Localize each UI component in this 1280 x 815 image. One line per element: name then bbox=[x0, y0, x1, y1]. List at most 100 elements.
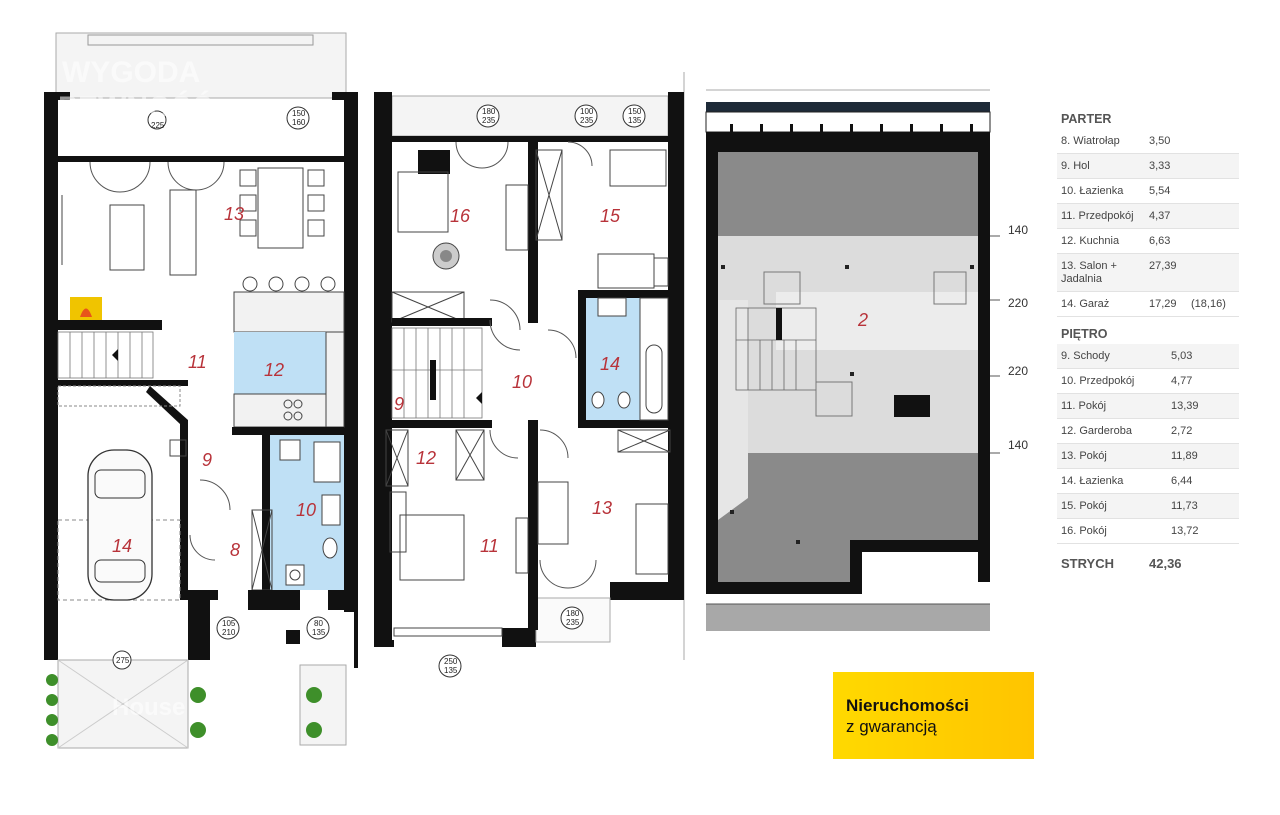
legend-row: 14. Garaż 17,29 (18,16) bbox=[1057, 292, 1239, 317]
legend-room-name: 14. Łazienka bbox=[1061, 475, 1124, 487]
legend-room-name: 10. Przedpokój bbox=[1061, 375, 1135, 387]
legend-room-name: 16. Pokój bbox=[1061, 525, 1107, 537]
legend-row: 11. Przedpokój 4,37 bbox=[1057, 204, 1239, 229]
axis-label: 140 bbox=[1008, 438, 1028, 452]
legend-row: 11. Pokój 13,39 bbox=[1057, 394, 1239, 419]
legend-room-extra bbox=[1191, 210, 1231, 223]
legend-row: 8. Wiatrołap 3,50 bbox=[1057, 129, 1239, 154]
badge-line-1: Nieruchomości bbox=[846, 696, 969, 715]
legend-room-area: 13,39 bbox=[1171, 400, 1199, 412]
legend-room-area: 13,72 bbox=[1171, 525, 1199, 537]
dimension-label: 180 bbox=[482, 107, 496, 116]
legend-room-area: 11,89 bbox=[1171, 450, 1198, 462]
dimension-label: 100 bbox=[580, 107, 594, 116]
legend-room-area: 11,73 bbox=[1171, 500, 1198, 512]
legend-room-extra bbox=[1191, 160, 1231, 173]
dimension-label: 135 bbox=[628, 116, 642, 125]
room-number: 12 bbox=[416, 448, 436, 468]
watermark-line: PEWNOŚĆ bbox=[58, 90, 213, 124]
watermark-bottom: House bbox=[112, 694, 185, 721]
dimension-label: 180 bbox=[566, 609, 580, 618]
room-number: 16 bbox=[450, 206, 471, 226]
dimension-label: 80 bbox=[314, 619, 323, 628]
legend-section-title: PARTER bbox=[1061, 112, 1112, 126]
dimension-label: 250 bbox=[444, 657, 458, 666]
badge-line-2: z gwarancją bbox=[846, 717, 937, 736]
legend-room-extra bbox=[1191, 235, 1231, 248]
legend-room-area: 27,39 bbox=[1149, 260, 1177, 272]
ground-floor-plan: 13 11 12 9 10 14 8 225 150 160 105 210 8… bbox=[44, 32, 358, 749]
legend-row: 12. Garderoba 2,72 bbox=[1057, 419, 1239, 444]
legend-room-extra bbox=[1191, 185, 1231, 198]
legend-row: 15. Pokój 11,73 bbox=[1057, 494, 1239, 519]
dimension-label: 275 bbox=[116, 656, 130, 665]
legend-room-name: 9. Hol bbox=[1061, 160, 1090, 172]
legend-row: 10. Łazienka 5,54 bbox=[1057, 179, 1239, 204]
legend-room-name: 14. Garaż bbox=[1061, 298, 1110, 310]
room-number: 11 bbox=[188, 352, 207, 372]
dimension-label: 135 bbox=[444, 666, 458, 675]
room-number: 14 bbox=[600, 354, 620, 374]
room-number: 14 bbox=[112, 536, 132, 556]
legend-room-area: 5,54 bbox=[1149, 185, 1171, 197]
room-number: 12 bbox=[264, 360, 284, 380]
legend-room-name: 11. Pokój bbox=[1061, 400, 1107, 412]
watermark-line: WYGODA bbox=[62, 56, 200, 89]
watermark-line: BEZPIECZEŃSTWO bbox=[58, 130, 319, 161]
guarantee-badge: Nieruchomości z gwarancją bbox=[833, 672, 1034, 759]
dimension-label: 235 bbox=[566, 618, 580, 627]
legend-room-name: 11. Przedpokój bbox=[1061, 210, 1134, 222]
legend-room-name: 12. Garderoba bbox=[1061, 425, 1132, 437]
legend-room-name: 9. Schody bbox=[1061, 350, 1110, 362]
legend-room-name: 13. Salon + Jadalnia bbox=[1061, 260, 1117, 285]
room-number: 15 bbox=[600, 206, 621, 226]
legend-row: 12. Kuchnia 6,63 bbox=[1057, 229, 1239, 254]
legend-room-name: 13. Pokój bbox=[1061, 450, 1107, 462]
dimension-label: 135 bbox=[312, 628, 326, 637]
room-number: 9 bbox=[394, 394, 404, 414]
legend-room-area: 4,37 bbox=[1149, 210, 1171, 222]
legend-row: 16. Pokój 13,72 bbox=[1057, 519, 1239, 544]
legend-row: 13. Pokój 11,89 bbox=[1057, 444, 1239, 469]
legend-room-name: 15. Pokój bbox=[1061, 500, 1107, 512]
legend-row: 10. Przedpokój 4,77 bbox=[1057, 369, 1239, 394]
axis-label: 220 bbox=[1008, 364, 1028, 378]
legend-room-extra: (18,16) bbox=[1191, 298, 1226, 310]
room-number: 9 bbox=[202, 450, 212, 470]
legend-room-name: 8. Wiatrołap bbox=[1061, 135, 1120, 147]
legend-row: 13. Salon + Jadalnia 27,39 bbox=[1057, 254, 1239, 292]
legend-attic-area: 42,36 bbox=[1149, 556, 1182, 571]
legend-room-area: 5,03 bbox=[1171, 350, 1193, 362]
attic-plan: 2 140 220 220 140 bbox=[705, 89, 1028, 631]
upper-floor-plan: 16 15 14 10 9 12 11 13 180 235 100 235 1… bbox=[374, 72, 685, 678]
legend-room-name: 12. Kuchnia bbox=[1061, 235, 1120, 247]
legend-section-title: PIĘTRO bbox=[1061, 327, 1108, 341]
legend-row: 9. Schody 5,03 bbox=[1057, 344, 1239, 369]
room-number: 11 bbox=[480, 536, 499, 556]
dimension-label: 150 bbox=[292, 109, 306, 118]
legend-room-area: 2,72 bbox=[1171, 425, 1193, 437]
room-number: 8 bbox=[230, 540, 240, 560]
legend-room-area: 17,29 bbox=[1149, 298, 1177, 310]
room-number: 10 bbox=[512, 372, 532, 392]
room-number: 2 bbox=[857, 310, 868, 330]
room-number: 10 bbox=[296, 500, 316, 520]
room-number: 13 bbox=[592, 498, 612, 518]
legend-room-area: 6,63 bbox=[1149, 235, 1171, 247]
legend-room-area: 3,50 bbox=[1149, 135, 1171, 147]
legend-room-extra bbox=[1191, 260, 1231, 286]
room-number: 13 bbox=[224, 204, 244, 224]
dimension-label: 235 bbox=[482, 116, 496, 125]
legend-attic-total: STRYCH 42,36 bbox=[1057, 544, 1239, 571]
legend-room-name: 10. Łazienka bbox=[1061, 185, 1124, 197]
axis-label: 140 bbox=[1008, 223, 1028, 237]
legend-room-area: 4,77 bbox=[1171, 375, 1193, 387]
dimension-label: 105 bbox=[222, 619, 236, 628]
axis-label: 220 bbox=[1008, 296, 1028, 310]
legend-room-extra bbox=[1191, 135, 1231, 148]
dimension-label: 150 bbox=[628, 107, 642, 116]
